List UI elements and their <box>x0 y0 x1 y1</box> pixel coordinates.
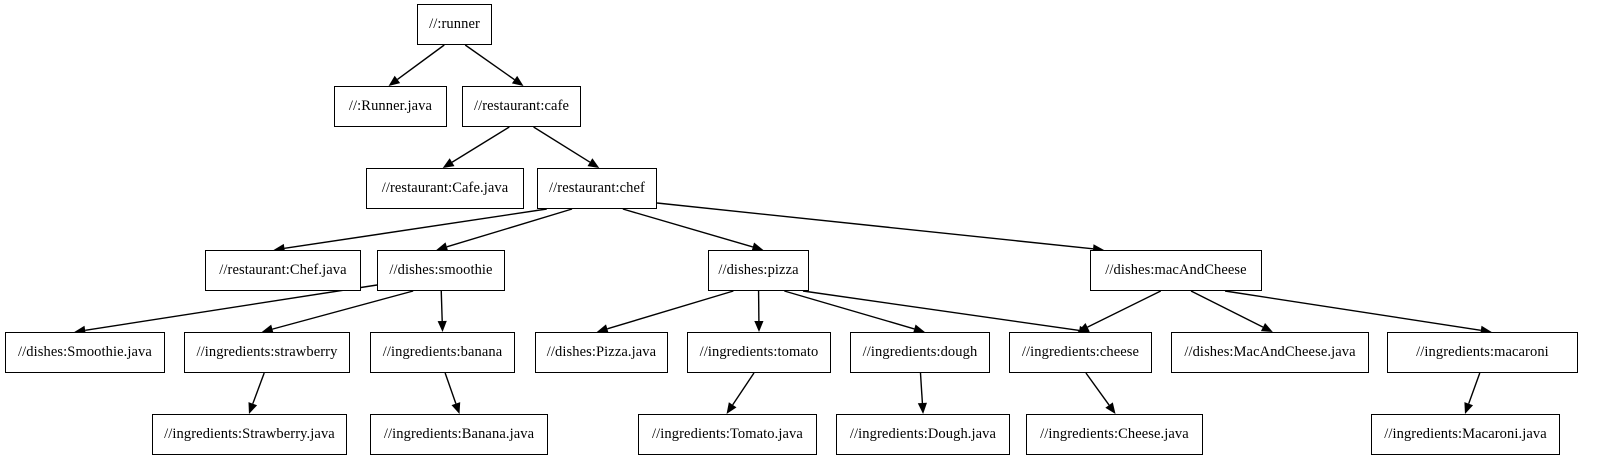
graph-edge-restaurant-cafe-to-restaurant-chef <box>533 126 600 168</box>
graph-edge-runner-to-runner-java <box>388 44 445 86</box>
graph-node-cheese-java[interactable]: //ingredients:Cheese.java <box>1026 414 1203 455</box>
graph-node-banana-java[interactable]: //ingredients:Banana.java <box>370 414 548 455</box>
graph-node-label: //restaurant:Cafe.java <box>381 180 509 197</box>
graph-edge-dishes-smoothie-to-ing-banana <box>437 290 447 332</box>
graph-node-label: //ingredients:banana <box>382 344 503 361</box>
graph-node-label: //dishes:Smoothie.java <box>18 344 152 361</box>
graph-node-dishes-pizza[interactable]: //dishes:pizza <box>708 250 809 291</box>
graph-node-label: //ingredients:Strawberry.java <box>164 426 335 443</box>
graph-edge-restaurant-chef-to-dishes-macandcheese <box>656 202 1104 254</box>
graph-edge-ing-cheese-to-cheese-java <box>1085 372 1116 414</box>
arrowhead-icon <box>587 158 600 168</box>
graph-edge-dishes-pizza-to-ing-cheese <box>802 290 1091 335</box>
graph-node-label: //dishes:pizza <box>718 262 799 279</box>
graph-edge-restaurant-chef-to-dishes-smoothie <box>436 208 573 252</box>
graph-edge-ing-strawberry-to-strawberry-java <box>248 372 265 414</box>
graph-node-label: //ingredients:tomato <box>699 344 819 361</box>
graph-node-ing-cheese[interactable]: //ingredients:cheese <box>1009 332 1152 373</box>
graph-edge-dishes-smoothie-to-ing-strawberry <box>261 290 414 334</box>
graph-node-ing-banana[interactable]: //ingredients:banana <box>370 332 515 373</box>
graph-node-label: //ingredients:Banana.java <box>383 426 535 443</box>
graph-node-label: //ingredients:Macaroni.java <box>1384 426 1547 443</box>
arrowhead-icon <box>442 158 455 168</box>
arrowhead-icon <box>917 402 927 414</box>
graph-edge-restaurant-chef-to-chef-java <box>273 208 547 253</box>
graph-edge-dishes-pizza-to-ing-dough <box>784 290 925 334</box>
graph-node-cafe-java[interactable]: //restaurant:Cafe.java <box>366 168 524 209</box>
graph-node-dishes-smoothie[interactable]: //dishes:smoothie <box>377 250 505 291</box>
graph-node-label: //ingredients:cheese <box>1021 344 1140 361</box>
graph-node-ing-macaroni[interactable]: //ingredients:macaroni <box>1387 332 1578 373</box>
graph-node-label: //ingredients:macaroni <box>1416 344 1549 361</box>
graph-node-label: //dishes:macAndCheese <box>1105 262 1247 279</box>
graph-node-runner[interactable]: //:runner <box>417 4 492 45</box>
graph-node-label: //ingredients:Tomato.java <box>652 426 803 443</box>
graph-edge-runner-to-restaurant-cafe <box>464 44 524 86</box>
graph-node-label: //ingredients:Cheese.java <box>1040 426 1189 443</box>
graph-node-label: //restaurant:chef <box>549 180 645 197</box>
graph-node-label: //dishes:Pizza.java <box>546 344 657 361</box>
graph-node-pizza-java[interactable]: //dishes:Pizza.java <box>535 332 668 373</box>
graph-node-macaroni-java[interactable]: //ingredients:Macaroni.java <box>1371 414 1560 455</box>
graph-edge-dishes-pizza-to-ing-tomato <box>754 290 764 332</box>
arrowhead-icon <box>248 402 258 414</box>
arrowhead-icon <box>1077 323 1090 332</box>
graph-edge-ing-macaroni-to-macaroni-java <box>1464 372 1481 414</box>
graph-edge-dishes-smoothie-to-smoothie-java <box>74 284 378 335</box>
graph-node-label: //ingredients:Dough.java <box>849 426 997 443</box>
graph-node-label: //:runner <box>429 16 480 33</box>
arrowhead-icon <box>511 75 524 86</box>
graph-node-tomato-java[interactable]: //ingredients:Tomato.java <box>638 414 817 455</box>
graph-edge-restaurant-cafe-to-cafe-java <box>442 126 510 168</box>
arrowhead-icon <box>1464 402 1474 414</box>
graph-node-label: //ingredients:dough <box>862 344 978 361</box>
graph-edge-dishes-pizza-to-pizza-java <box>596 290 734 334</box>
graph-node-ing-dough[interactable]: //ingredients:dough <box>850 332 990 373</box>
graph-node-restaurant-chef[interactable]: //restaurant:chef <box>537 168 657 209</box>
graph-node-dough-java[interactable]: //ingredients:Dough.java <box>836 414 1010 455</box>
graph-node-label: //dishes:smoothie <box>389 262 493 279</box>
graph-edge-ing-dough-to-dough-java <box>917 372 927 414</box>
graph-node-smoothie-java[interactable]: //dishes:Smoothie.java <box>5 332 165 373</box>
graph-node-label: //dishes:MacAndCheese.java <box>1184 344 1356 361</box>
graph-node-label: //restaurant:cafe <box>473 98 570 115</box>
graph-node-dishes-macandcheese[interactable]: //dishes:macAndCheese <box>1090 250 1262 291</box>
graph-node-label: //:Runner.java <box>348 98 433 115</box>
graph-node-macandcheese-java[interactable]: //dishes:MacAndCheese.java <box>1171 332 1369 373</box>
graph-edge-restaurant-chef-to-dishes-pizza <box>622 208 764 252</box>
arrowhead-icon <box>726 402 737 414</box>
graph-edge-ing-tomato-to-tomato-java <box>726 372 755 414</box>
graph-node-strawberry-java[interactable]: //ingredients:Strawberry.java <box>152 414 347 455</box>
graph-node-label: //ingredients:strawberry <box>196 344 338 361</box>
graph-node-runner-java[interactable]: //:Runner.java <box>334 86 447 127</box>
arrowhead-icon <box>1260 322 1273 332</box>
arrowhead-icon <box>451 402 461 414</box>
graph-node-chef-java[interactable]: //restaurant:Chef.java <box>205 250 361 291</box>
graph-edge-dishes-macandcheese-to-ing-cheese <box>1077 290 1162 332</box>
graph-edge-ing-banana-to-banana-java <box>444 372 461 414</box>
graph-edge-dishes-macandcheese-to-ing-macaroni <box>1224 290 1492 335</box>
graph-node-restaurant-cafe[interactable]: //restaurant:cafe <box>462 86 581 127</box>
arrowhead-icon <box>388 75 401 86</box>
graph-node-ing-tomato[interactable]: //ingredients:tomato <box>687 332 831 373</box>
graph-node-label: //restaurant:Chef.java <box>219 262 347 279</box>
arrowhead-icon <box>754 320 764 332</box>
graph-edge-dishes-macandcheese-to-macandcheese-java <box>1190 290 1273 332</box>
arrowhead-icon <box>1105 402 1116 414</box>
graph-node-ing-strawberry[interactable]: //ingredients:strawberry <box>184 332 350 373</box>
arrowhead-icon <box>437 320 447 332</box>
